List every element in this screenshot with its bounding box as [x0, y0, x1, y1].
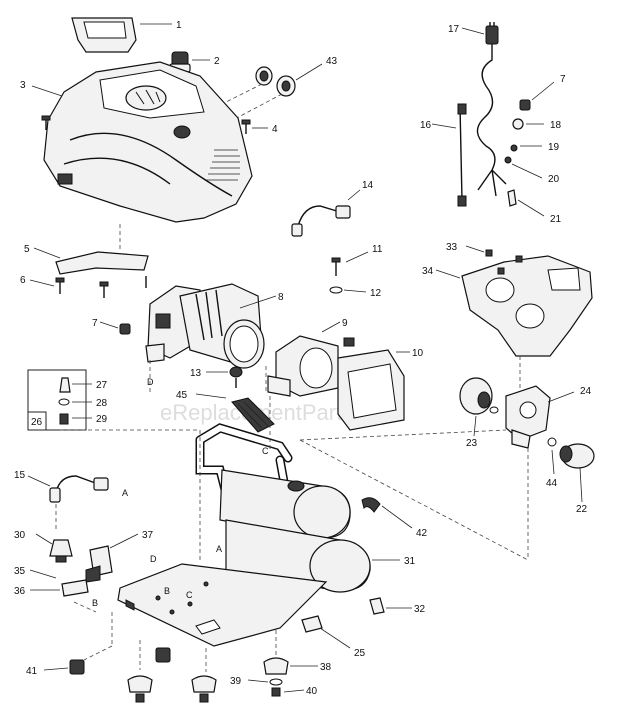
ref-letter-a-frame: A [216, 544, 222, 554]
strain-relief-icon [504, 118, 524, 164]
bumper-icon [69, 647, 171, 675]
reference-letters: D C A A B D B C [92, 377, 269, 608]
callout-15: 15 [14, 470, 26, 481]
gauge-panel-icon [461, 255, 593, 357]
callout-7b: 7 [560, 74, 566, 85]
callout-29: 29 [96, 414, 108, 425]
tank-icon [219, 469, 371, 593]
callout-16: 16 [420, 120, 432, 131]
shroud-vent-icon [206, 149, 240, 181]
callout-21: 21 [550, 214, 562, 225]
bolt-icon [119, 323, 131, 335]
callout-34: 34 [422, 266, 434, 277]
ref-letter-c-base: C [186, 590, 193, 600]
end-cover-icon [337, 349, 405, 431]
callout-7: 7 [92, 318, 98, 329]
callout-8: 8 [278, 292, 284, 303]
bracket-icon [61, 579, 89, 597]
callout-38: 38 [320, 662, 332, 673]
screw-icon [485, 249, 523, 275]
callout-18: 18 [550, 120, 562, 131]
motor-pump-icon [145, 283, 265, 369]
regulator-icon [49, 539, 73, 563]
callout-25: 25 [354, 648, 366, 659]
callout-26: 26 [31, 417, 43, 428]
callout-19: 19 [548, 142, 560, 153]
cylinder-icon [267, 335, 339, 397]
rubber-foot-icon [127, 657, 289, 703]
ref-letter-c-cylinder: C [262, 446, 269, 456]
gauge-icon [459, 377, 499, 415]
bolt-icon [519, 99, 531, 111]
hose-icon [291, 205, 351, 237]
fitting-icon [301, 615, 323, 633]
valve-icon [229, 366, 243, 388]
callout-28: 28 [96, 398, 108, 409]
gauge-icon [547, 437, 595, 469]
callout-2: 2 [214, 56, 220, 67]
callout-44: 44 [546, 478, 558, 489]
shroud-icon [43, 61, 253, 223]
callout-6: 6 [20, 275, 26, 286]
screw-icon [41, 115, 251, 134]
callout-42: 42 [416, 528, 428, 539]
callout-30: 30 [14, 530, 26, 541]
manifold-icon [505, 385, 551, 449]
ref-letter-d-base: D [150, 554, 157, 564]
cord-icon [457, 22, 507, 207]
callout-22: 22 [576, 504, 588, 515]
callout-32: 32 [414, 604, 426, 615]
callout-23: 23 [466, 438, 478, 449]
bolt-icon [343, 337, 355, 347]
callout-14: 14 [362, 180, 374, 191]
hose-icon [49, 475, 109, 503]
handle-insert-icon [71, 17, 137, 53]
pressure-switch-icon [85, 545, 113, 583]
callout-36: 36 [14, 586, 26, 597]
callout-4: 4 [272, 124, 278, 135]
callout-35: 35 [14, 566, 26, 577]
bracket-icon [55, 251, 149, 275]
callout-39: 39 [230, 676, 242, 687]
callout-24: 24 [580, 386, 592, 397]
callout-40: 40 [306, 686, 318, 697]
terminal-icon [507, 189, 517, 207]
callout-labels: 1 2 3 4 5 6 7 8 9 10 11 12 13 14 15 16 1… [14, 20, 592, 697]
callout-27: 27 [96, 380, 108, 391]
callout-31: 31 [404, 556, 416, 567]
callout-45: 45 [176, 390, 188, 401]
callout-33: 33 [446, 242, 458, 253]
callout-3: 3 [20, 80, 26, 91]
knob-icon [255, 66, 296, 97]
base-plate-icon [117, 563, 328, 647]
inset-box [27, 369, 87, 431]
drain-valve-icon [369, 597, 385, 615]
screw-icon [55, 276, 147, 298]
washer-icon [269, 678, 283, 697]
ref-letter-d-motor: D [147, 377, 154, 387]
clip-icon [361, 497, 381, 513]
filter-icon [231, 397, 275, 433]
callout-17: 17 [448, 24, 460, 35]
callout-1: 1 [176, 20, 182, 31]
callout-12: 12 [370, 288, 382, 299]
callout-20: 20 [548, 174, 560, 185]
callout-5: 5 [24, 244, 30, 255]
ref-letter-a-hose: A [122, 488, 128, 498]
callout-43: 43 [326, 56, 338, 67]
screw-icon [329, 257, 343, 294]
callout-9: 9 [342, 318, 348, 329]
ref-letter-b-switch: B [92, 598, 98, 608]
callout-10: 10 [412, 348, 424, 359]
callout-37: 37 [142, 530, 154, 541]
callout-11: 11 [372, 244, 383, 255]
callout-41: 41 [26, 666, 38, 677]
callout-13: 13 [190, 368, 202, 379]
ref-letter-b-base: B [164, 586, 170, 596]
